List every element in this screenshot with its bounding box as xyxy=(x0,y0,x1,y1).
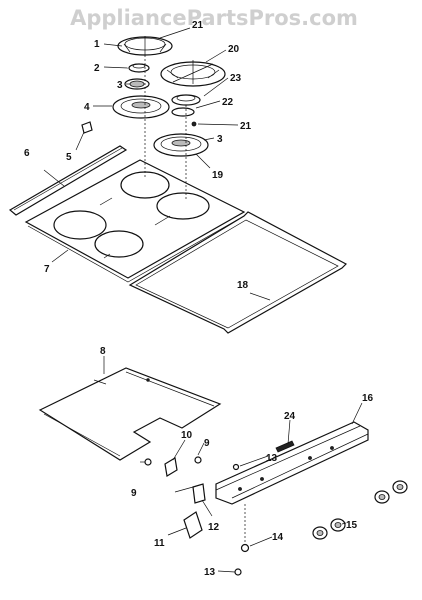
drip-pan-right xyxy=(153,133,209,157)
site-watermark: AppliancePartsPros.com xyxy=(70,6,358,30)
callout-11: 11 xyxy=(154,538,165,549)
callout-20: 20 xyxy=(228,44,240,55)
screw-9-left xyxy=(144,458,152,466)
callout-13-lower: 13 xyxy=(204,567,216,578)
callout-9-left: 9 xyxy=(131,488,137,499)
callout-21-upper: 21 xyxy=(192,20,204,31)
clip-12 xyxy=(174,483,206,504)
manifold-panel xyxy=(215,421,369,505)
trim-strip-left xyxy=(8,145,128,216)
screw-upper xyxy=(191,121,197,127)
drip-pan-left xyxy=(112,95,170,119)
burner-cap-small xyxy=(128,63,150,73)
callout-4: 4 xyxy=(84,102,90,113)
callout-6: 6 xyxy=(24,148,30,159)
callout-8: 8 xyxy=(100,346,106,357)
callout-10: 10 xyxy=(181,430,193,441)
screw-13-lower xyxy=(234,568,242,576)
callout-24: 24 xyxy=(284,411,296,422)
callout-15: 15 xyxy=(346,520,358,531)
callout-3: 3 xyxy=(117,80,123,91)
callout-16: 16 xyxy=(362,393,374,404)
clip-part-5 xyxy=(81,121,93,134)
burner-grate-right xyxy=(160,60,226,87)
screw-13-upper xyxy=(232,463,240,471)
callout-18: 18 xyxy=(237,280,249,291)
callout-13-upper: 13 xyxy=(266,453,278,464)
callout-7: 7 xyxy=(44,264,50,275)
callout-22: 22 xyxy=(222,97,234,108)
screw-9-right xyxy=(194,456,202,464)
callout-3-lower: 3 xyxy=(217,134,223,145)
callout-1: 1 xyxy=(94,39,100,50)
bracket-11 xyxy=(183,511,203,539)
burner-cap-right xyxy=(171,94,201,106)
bracket-10 xyxy=(164,457,178,477)
callout-2: 2 xyxy=(94,63,100,74)
callout-5: 5 xyxy=(66,152,72,163)
fitting-14 xyxy=(240,504,250,553)
leader-lines xyxy=(43,27,363,573)
callout-23: 23 xyxy=(230,73,242,84)
callout-9-right: 9 xyxy=(204,438,210,449)
alignment-lines xyxy=(144,55,187,200)
glass-cooktop xyxy=(24,159,246,283)
control-knobs xyxy=(312,480,408,540)
bottom-panel xyxy=(38,367,222,461)
burner-ring-right xyxy=(171,107,195,117)
callout-19: 19 xyxy=(212,170,224,181)
cooktop-frame xyxy=(128,211,347,334)
callout-14: 14 xyxy=(272,532,284,543)
callout-21-lower: 21 xyxy=(240,121,252,132)
burner-grate-upper xyxy=(117,36,173,56)
callout-12: 12 xyxy=(208,522,220,533)
